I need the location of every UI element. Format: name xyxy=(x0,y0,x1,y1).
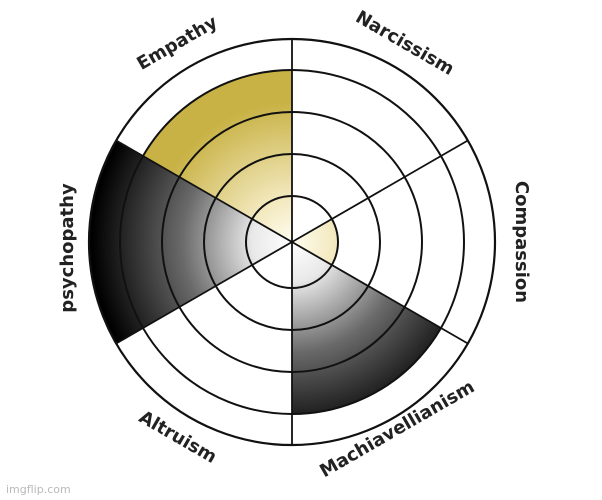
filled-sectors xyxy=(89,69,441,414)
segment-dividers xyxy=(115,39,469,445)
watermark: imgflip.com xyxy=(6,483,71,496)
divider-line-3 xyxy=(291,241,469,345)
label-psychopathy: psychopathy xyxy=(57,183,78,313)
label-narcissism: Narcissism xyxy=(352,7,458,80)
sector-machiavellianism xyxy=(292,242,441,414)
label-altruism: Altruism xyxy=(135,407,220,468)
sector-compassion xyxy=(292,219,338,265)
divider-line-5 xyxy=(115,241,293,345)
sector-psychopathy xyxy=(89,140,292,344)
sector-empathy xyxy=(143,69,292,242)
divider-line-6 xyxy=(115,139,293,243)
label-compassion: Compassion xyxy=(511,181,532,303)
label-empathy: Empathy xyxy=(133,12,221,75)
divider-line-2 xyxy=(291,139,469,243)
